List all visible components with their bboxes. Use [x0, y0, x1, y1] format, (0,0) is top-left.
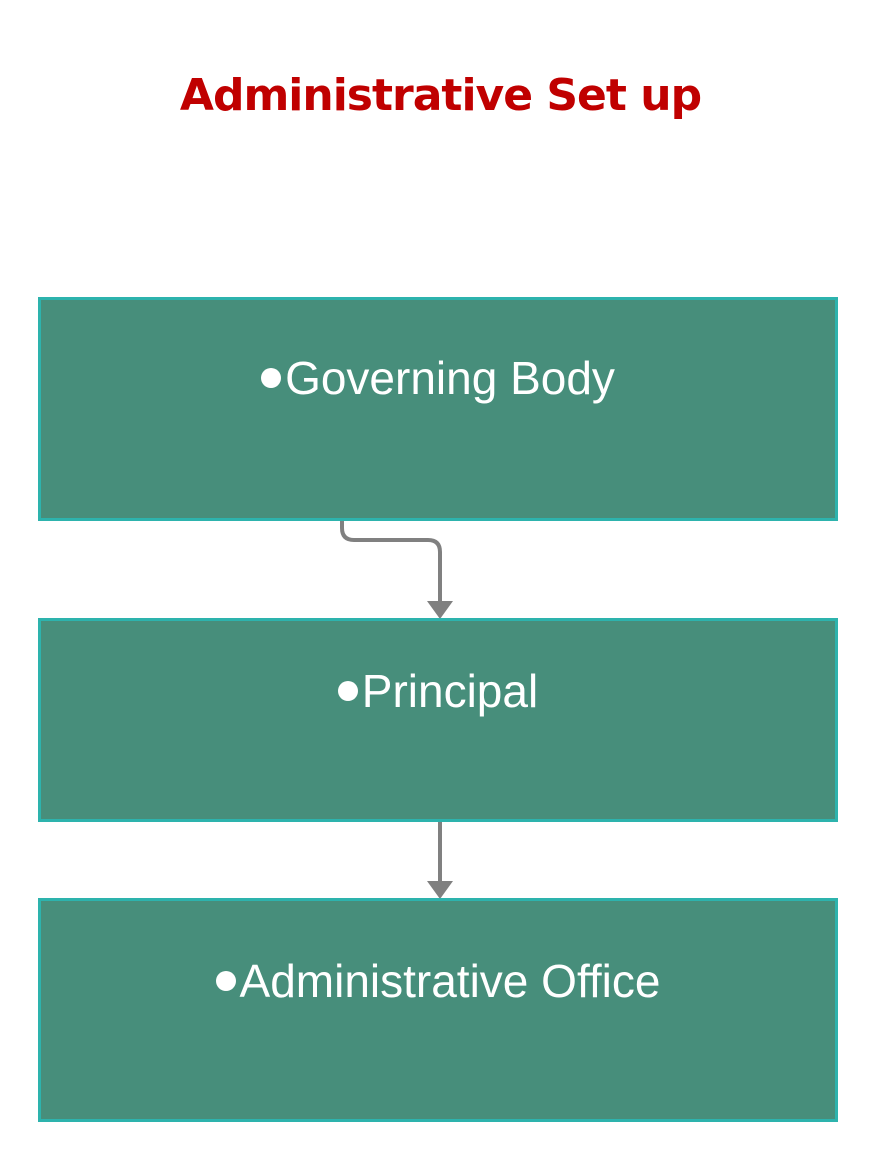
node-label: Administrative Office — [239, 955, 661, 1007]
node-administrative-office: Administrative Office — [38, 898, 838, 1122]
diagram-title: Administrative Set up — [179, 70, 702, 121]
node-label: Governing Body — [285, 352, 615, 404]
node-label: Principal — [361, 665, 539, 717]
bullet-icon — [337, 680, 358, 701]
bullet-icon — [261, 367, 282, 388]
bullet-icon — [215, 970, 236, 991]
node-principal: Principal — [38, 618, 838, 822]
connector-governing-body-to-principal — [340, 521, 442, 604]
node-governing-body: Governing Body — [38, 297, 838, 521]
arrowhead-icon — [427, 881, 453, 899]
arrowhead-icon — [427, 601, 453, 619]
